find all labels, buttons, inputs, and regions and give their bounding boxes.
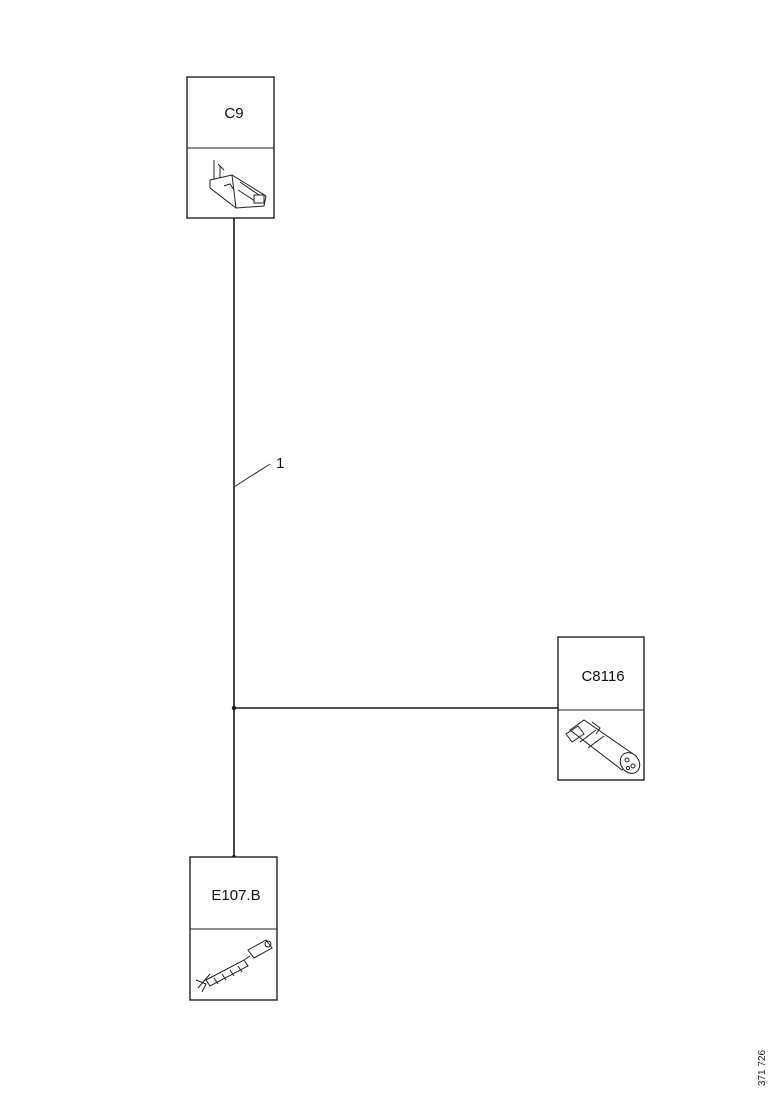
connector-c8116-label: C8116 [581, 668, 624, 685]
connector-c9[interactable]: C9 [186, 76, 275, 219]
cylindrical-connector-icon [565, 719, 641, 774]
wire-callout: 1 [233, 455, 284, 488]
angled-terminal-connector-icon [209, 160, 267, 209]
connector-c9-label: C9 [224, 105, 243, 122]
callout-leader-line [233, 463, 271, 488]
wire-harness [231, 218, 558, 859]
inline-pin-connector-icon [195, 939, 273, 993]
connector-c8116[interactable]: C8116 [557, 636, 645, 781]
figure-reference-number: 371 726 [757, 1049, 768, 1086]
connector-e107b-label: E107.B [211, 887, 260, 904]
wire-splice-point [231, 705, 237, 711]
wire-label: 1 [276, 455, 284, 472]
connector-e107b[interactable]: E107.B [189, 856, 278, 1001]
